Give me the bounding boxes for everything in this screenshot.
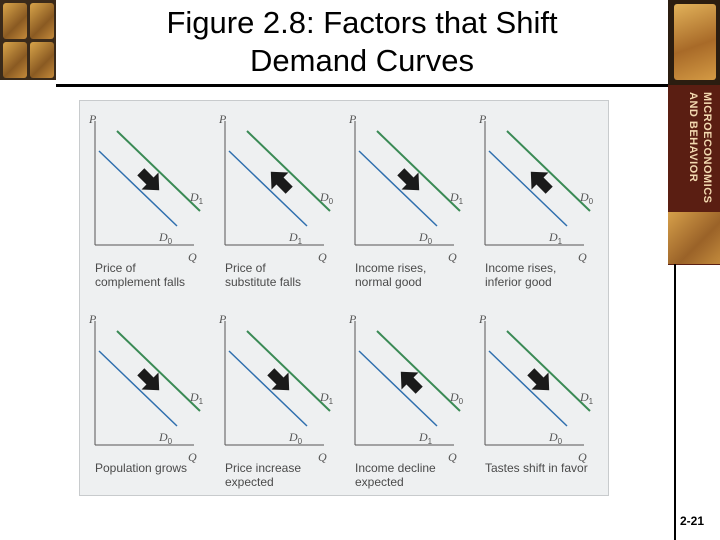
panel-caption: Price of substitute falls bbox=[225, 261, 340, 289]
panel-caption: Income rises, normal good bbox=[355, 261, 470, 289]
price-axis-label: P bbox=[218, 312, 227, 326]
demand-curve-outer bbox=[247, 131, 330, 211]
decor-tile bbox=[3, 3, 27, 39]
decorative-tiles bbox=[0, 0, 56, 80]
demand-curve-inner bbox=[359, 351, 437, 426]
demand-curve-inner bbox=[489, 351, 567, 426]
decor-tile bbox=[3, 42, 27, 78]
demand-curve-inner-label: D0 bbox=[288, 430, 303, 446]
arrow-shape bbox=[132, 363, 167, 398]
price-axis-label: P bbox=[348, 312, 357, 326]
price-axis-label: P bbox=[478, 312, 487, 326]
panel-caption: Population grows bbox=[95, 461, 210, 475]
demand-curve-outer bbox=[117, 331, 200, 411]
shift-left-arrow-icon bbox=[262, 163, 297, 198]
shift-left-arrow-icon bbox=[522, 163, 557, 198]
demand-curve-outer-label: D1 bbox=[449, 190, 464, 206]
demand-curve-inner-label: D1 bbox=[288, 230, 303, 246]
panel-caption: Price increase expected bbox=[225, 461, 340, 489]
demand-curve-outer bbox=[377, 131, 460, 211]
panel-caption: Price of complement falls bbox=[95, 261, 210, 289]
demand-curve-outer-label: D1 bbox=[189, 390, 204, 406]
demand-curve-inner bbox=[99, 351, 177, 426]
demand-curve-outer-label: D1 bbox=[189, 190, 204, 206]
arrow-shape bbox=[132, 163, 167, 198]
demand-curve-outer-label: D0 bbox=[449, 390, 464, 406]
demand-curve-inner bbox=[229, 151, 307, 226]
divider-line bbox=[674, 264, 676, 540]
panel-caption: Income decline expected bbox=[355, 461, 470, 489]
demand-curve-inner-label: D0 bbox=[158, 430, 173, 446]
demand-curve-outer bbox=[377, 331, 460, 411]
shift-left-arrow-icon bbox=[392, 363, 427, 398]
demand-curve-inner-label: D1 bbox=[548, 230, 563, 246]
slide-number: 2-21 bbox=[680, 514, 704, 528]
shift-right-arrow-icon bbox=[262, 363, 297, 398]
arrow-shape bbox=[262, 363, 297, 398]
arrow-shape bbox=[392, 363, 427, 398]
arrow-shape bbox=[522, 363, 557, 398]
demand-curve-inner bbox=[99, 151, 177, 226]
decor-tile bbox=[674, 4, 716, 80]
demand-curve-outer-label: D1 bbox=[319, 390, 334, 406]
price-axis-label: P bbox=[88, 112, 97, 126]
demand-curve-outer-label: D0 bbox=[579, 190, 594, 206]
slide-title: Figure 2.8: Factors that Shift Demand Cu… bbox=[56, 4, 668, 80]
arrow-shape bbox=[262, 163, 297, 198]
decor-tile bbox=[668, 212, 720, 264]
shift-right-arrow-icon bbox=[132, 163, 167, 198]
arrow-shape bbox=[392, 163, 427, 198]
demand-curve-outer bbox=[117, 131, 200, 211]
demand-curve-outer bbox=[247, 331, 330, 411]
demand-curve-inner-label: D0 bbox=[158, 230, 173, 246]
demand-curve-inner bbox=[489, 151, 567, 226]
demand-curve-outer-label: D0 bbox=[319, 190, 334, 206]
title-area: Figure 2.8: Factors that Shift Demand Cu… bbox=[56, 0, 668, 87]
price-axis-label: P bbox=[88, 312, 97, 326]
price-axis-label: P bbox=[348, 112, 357, 126]
shift-right-arrow-icon bbox=[392, 163, 427, 198]
shift-right-arrow-icon bbox=[132, 363, 167, 398]
demand-curve-outer bbox=[507, 331, 590, 411]
price-axis-label: P bbox=[478, 112, 487, 126]
price-axis-label: P bbox=[218, 112, 227, 126]
demand-curve-inner-label: D1 bbox=[418, 430, 433, 446]
panel-caption: Income rises, inferior good bbox=[485, 261, 600, 289]
decor-tile bbox=[30, 42, 54, 78]
demand-curve-inner-label: D0 bbox=[548, 430, 563, 446]
shift-right-arrow-icon bbox=[522, 363, 557, 398]
demand-curve-outer bbox=[507, 131, 590, 211]
demand-curve-inner-label: D0 bbox=[418, 230, 433, 246]
decor-tile bbox=[30, 3, 54, 39]
panel-caption: Tastes shift in favor bbox=[485, 461, 600, 475]
arrow-shape bbox=[522, 163, 557, 198]
demand-curve-inner bbox=[229, 351, 307, 426]
demand-curve-inner bbox=[359, 151, 437, 226]
demand-curve-outer-label: D1 bbox=[579, 390, 594, 406]
